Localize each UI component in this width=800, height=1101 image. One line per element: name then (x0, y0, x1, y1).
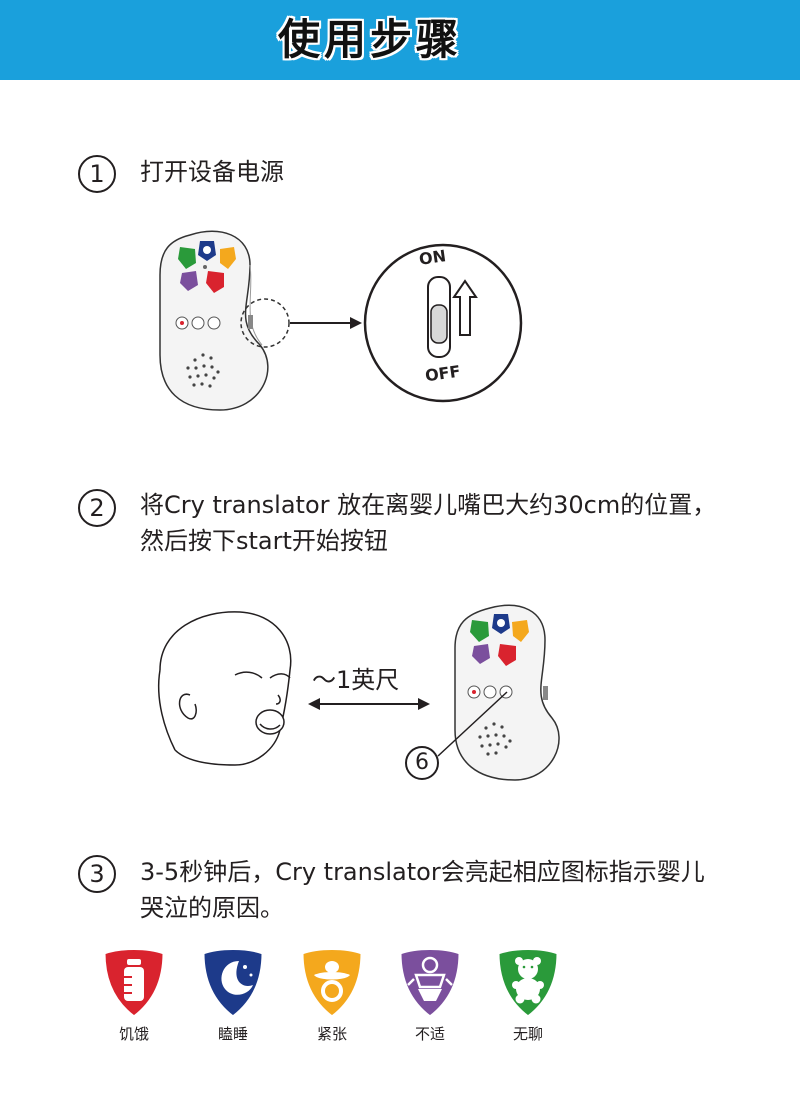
step-2-text-line2: 然后按下start开始按钮 (140, 527, 388, 555)
teddy-bear-icon (494, 945, 562, 1019)
step-2-number: 2 (78, 489, 116, 527)
icon-label-hunger: 饥饿 (118, 1025, 149, 1043)
step-1-number: 1 (78, 155, 116, 193)
step-3-number: 3 (78, 855, 116, 893)
icon-label-uncomfortable: 不适 (414, 1025, 445, 1043)
icon-label-sleepy: 瞌睡 (217, 1025, 248, 1043)
page-title: 使用步骤 (277, 15, 462, 64)
icon-label-bored: 无聊 (512, 1025, 543, 1043)
device-illustration (159, 230, 269, 411)
header-bar: 使用步骤 (0, 0, 800, 80)
baby-face-illustration (157, 611, 292, 766)
bottle-icon (100, 945, 168, 1019)
diaper-baby-icon (396, 945, 464, 1019)
callout-number: 6 (415, 750, 429, 775)
distance-label: ～1英尺 (312, 666, 400, 694)
power-switch-illustration (159, 230, 523, 411)
step-1-text: 打开设备电源 (140, 158, 284, 186)
distance-illustration (157, 604, 560, 781)
moon-icon (199, 945, 267, 1019)
pacifier-icon (298, 945, 366, 1019)
step-3-text-line1: 3-5秒钟后，Cry translator会亮起相应图标指示婴儿 (140, 858, 705, 886)
switch-on-label: ON (417, 246, 448, 269)
step-2-text-line1: 将Cry translator 放在离婴儿嘴巴大约30cm的位置， (140, 491, 717, 519)
icon-label-nervous: 紧张 (316, 1025, 347, 1043)
step-3-text-line2: 哭泣的原因。 (140, 894, 284, 922)
